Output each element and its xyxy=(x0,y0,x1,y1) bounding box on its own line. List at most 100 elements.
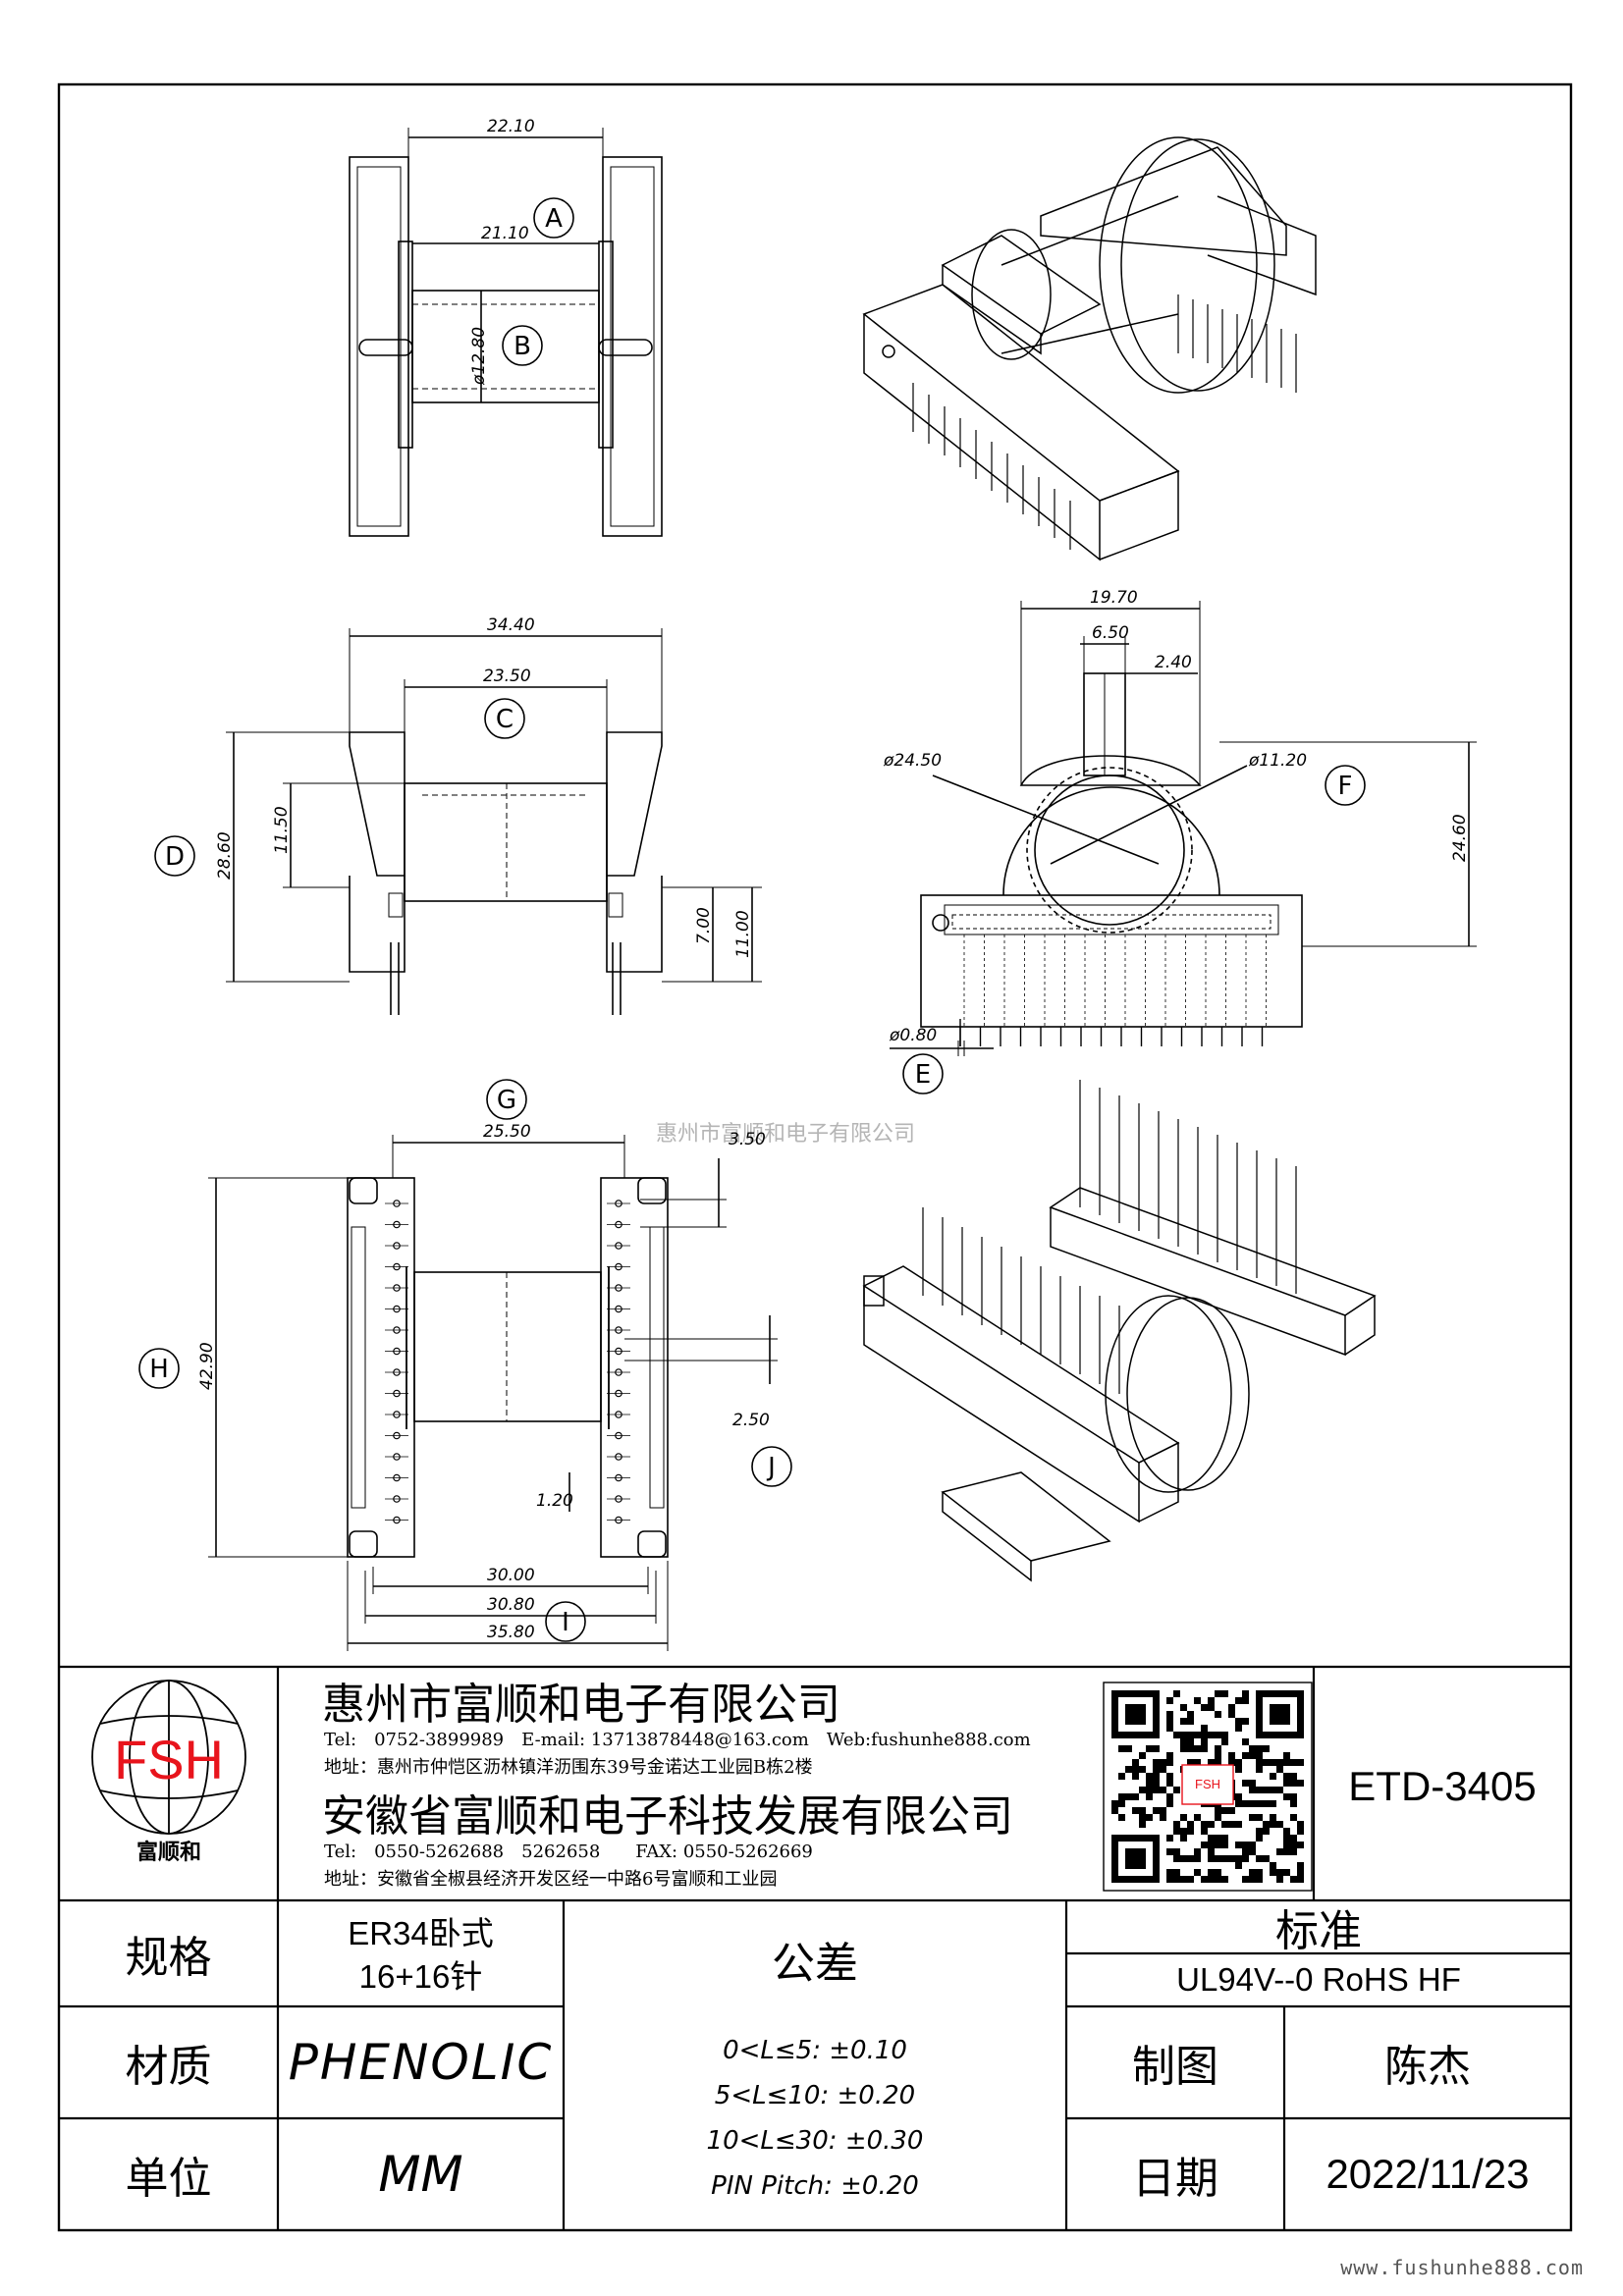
qr-module xyxy=(1263,1855,1270,1862)
material-label: 材质 xyxy=(125,2042,212,2092)
qr-module xyxy=(1208,1759,1215,1766)
qr-module xyxy=(1215,1876,1221,1883)
qr-module xyxy=(1166,1869,1173,1876)
svg-text:G: G xyxy=(497,1086,516,1115)
qr-module xyxy=(1235,1766,1242,1773)
qr-module xyxy=(1153,1759,1160,1766)
qr-module xyxy=(1276,1848,1283,1855)
qr-module xyxy=(1173,1855,1180,1862)
company1-address: 地址：惠州市仲恺区沥林镇洋沥围东39号金诺达工业园B栋2楼 xyxy=(324,1757,813,1778)
tolerance-list: 0<L≤5: ±0.10 5<L≤10: ±0.20 10<L≤30: ±0.3… xyxy=(564,2028,1066,2209)
qr-module xyxy=(1146,1745,1153,1752)
qr-module xyxy=(1235,1842,1242,1848)
qr-module xyxy=(1256,1835,1263,1842)
qr-module xyxy=(1228,1855,1235,1862)
qr-module xyxy=(1166,1835,1173,1842)
standard-label: 标准 xyxy=(1275,1906,1362,1956)
qr-module xyxy=(1187,1855,1194,1862)
standard-value: UL94V--0 RoHS HF xyxy=(1176,1961,1461,1998)
qr-module xyxy=(1290,1780,1297,1787)
qr-module xyxy=(1111,1807,1118,1814)
qr-module xyxy=(1270,1821,1276,1828)
dim-35-80: 35.80 xyxy=(487,1623,535,1642)
qr-module xyxy=(1208,1835,1215,1842)
qr-module xyxy=(1290,1793,1297,1800)
qr-module xyxy=(1208,1842,1215,1848)
qr-module xyxy=(1283,1869,1290,1876)
qr-module xyxy=(1139,1787,1146,1793)
tolerance-label: 公差 xyxy=(772,1939,858,1989)
tolerance-line-4: PIN Pitch: ±0.20 xyxy=(711,2171,919,2201)
qr-module xyxy=(1166,1718,1173,1725)
bottom-view-pins xyxy=(385,1200,630,1524)
company1-contact: Tel: 0752-3899989 E-mail: 13713878448@16… xyxy=(324,1730,1031,1750)
qr-module xyxy=(1118,1793,1125,1800)
dim-30-80: 30.80 xyxy=(487,1595,535,1615)
qr-module xyxy=(1180,1718,1187,1725)
footer-url[interactable]: www.fushunhe888.com xyxy=(1340,2256,1584,2279)
qr-module xyxy=(1146,1793,1153,1800)
qr-module xyxy=(1166,1752,1173,1759)
qr-module xyxy=(1221,1732,1228,1738)
qr-module xyxy=(1173,1787,1180,1793)
qr-module xyxy=(1249,1780,1256,1787)
tolerance-line-2: 5<L≤10: ±0.20 xyxy=(714,2081,916,2110)
qr-module xyxy=(1153,1745,1160,1752)
company2-contact: Tel: 0550-5262688 5262658 FAX: 0550-5262… xyxy=(324,1842,813,1862)
qr-module xyxy=(1283,1848,1290,1855)
qr-module xyxy=(1166,1800,1173,1807)
qr-module xyxy=(1194,1732,1201,1738)
dim-3-50: 3.50 xyxy=(729,1130,766,1149)
qr-module xyxy=(1146,1787,1153,1793)
qr-finder-eye xyxy=(1270,1704,1290,1725)
isometric-view-bottom xyxy=(862,1080,1377,1582)
svg-text:J: J xyxy=(766,1453,776,1482)
qr-module xyxy=(1263,1745,1270,1752)
qr-module xyxy=(1215,1745,1221,1752)
qr-module xyxy=(1180,1704,1187,1711)
qr-module xyxy=(1228,1752,1235,1759)
qr-module xyxy=(1215,1752,1221,1759)
dim-d12-80: ø12.80 xyxy=(469,327,489,386)
qr-module xyxy=(1187,1821,1194,1828)
dim-2-40: 2.40 xyxy=(1155,653,1192,672)
qr-module xyxy=(1249,1745,1256,1752)
qr-module xyxy=(1297,1780,1304,1787)
svg-text:H: H xyxy=(149,1355,169,1384)
qr-module xyxy=(1270,1759,1276,1766)
dim-23-50: 23.50 xyxy=(483,667,531,686)
qr-module xyxy=(1249,1814,1256,1821)
qr-module xyxy=(1160,1759,1166,1766)
qr-module xyxy=(1297,1828,1304,1835)
qr-module xyxy=(1228,1807,1235,1814)
qr-module xyxy=(1242,1690,1249,1697)
qr-module xyxy=(1166,1793,1173,1800)
qr-module xyxy=(1283,1835,1290,1842)
qr-module xyxy=(1118,1773,1125,1780)
qr-module xyxy=(1235,1800,1242,1807)
qr-module xyxy=(1242,1780,1249,1787)
dim-22-10: 22.10 xyxy=(487,117,535,136)
company1-name: 惠州市富顺和电子有限公司 xyxy=(322,1680,840,1730)
qr-module xyxy=(1166,1848,1173,1855)
qr-module xyxy=(1270,1869,1276,1876)
qr-module xyxy=(1201,1876,1208,1883)
qr-module xyxy=(1270,1862,1276,1869)
qr-module xyxy=(1215,1842,1221,1848)
logo-caption: 富顺和 xyxy=(135,1840,201,1865)
bottom-view xyxy=(208,1135,778,1651)
svg-text:FSH: FSH xyxy=(114,1729,224,1790)
dim-d11-20: ø11.20 xyxy=(1248,751,1307,771)
qr-module xyxy=(1173,1690,1180,1697)
qr-module xyxy=(1249,1869,1256,1876)
qr-module xyxy=(1215,1814,1221,1821)
dim-1-20: 1.20 xyxy=(536,1491,573,1511)
qr-module xyxy=(1173,1828,1180,1835)
drawn-label: 制图 xyxy=(1132,2042,1218,2092)
qr-module xyxy=(1166,1725,1173,1732)
dim-25-50: 25.50 xyxy=(483,1122,531,1142)
qr-module xyxy=(1283,1773,1290,1780)
qr-module xyxy=(1208,1732,1215,1738)
qr-module xyxy=(1242,1752,1249,1759)
qr-module xyxy=(1201,1725,1208,1732)
